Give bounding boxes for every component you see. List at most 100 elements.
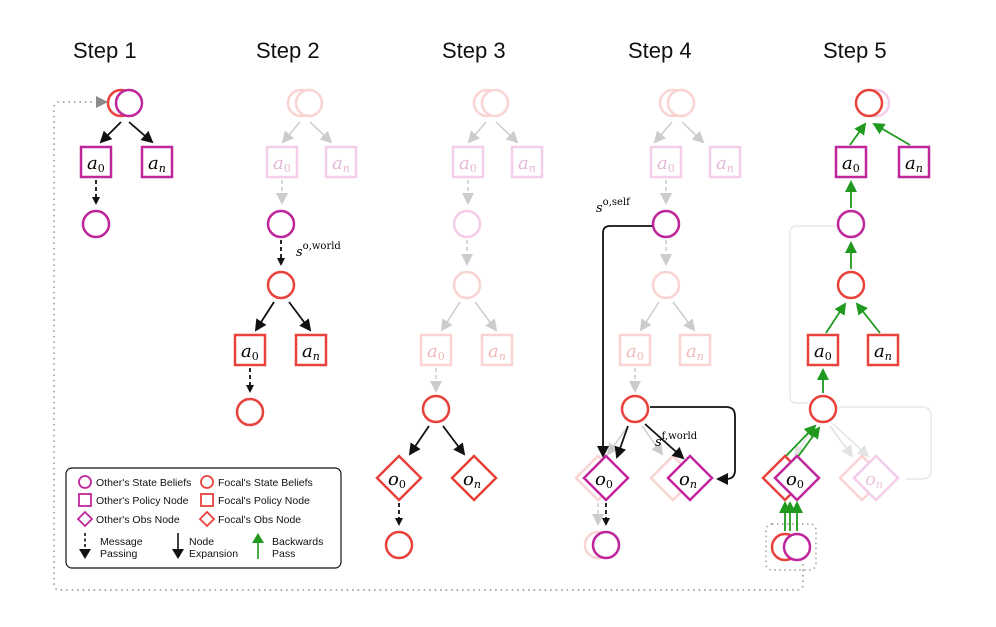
backwards-arrow: [872, 122, 911, 146]
legend-expansion-1: Node: [189, 536, 214, 548]
focal-state-node: [620, 394, 650, 424]
other-obs-legend-icon: [76, 510, 94, 528]
step-3-tree: a0 an a0 an o0 on: [375, 88, 544, 560]
expansion-arrow: [606, 425, 629, 456]
step-2-tree: a0 an so,world a0 an: [233, 88, 358, 427]
loop-back-connector: [53, 101, 804, 591]
faded-path: [789, 225, 852, 404]
other-state-node: [266, 209, 296, 239]
other-policy-node-a0: [79, 145, 113, 179]
obs-label: o0: [388, 469, 406, 491]
backwards-legend-arrowhead: [252, 533, 264, 543]
legend-other-state: Other's State Beliefs: [96, 477, 191, 489]
message-label: sf,world: [655, 431, 698, 450]
other-policy-node-an: [510, 145, 544, 179]
step-3-title: Step 3: [442, 38, 506, 63]
expansion-arrow: [474, 301, 498, 332]
focal-policy-node-a0: [419, 333, 453, 367]
focal-policy-node-a0: [806, 333, 840, 367]
other-state-legend-icon: [78, 475, 92, 489]
focal-obs-node-o0: [375, 454, 423, 502]
policy-label: an: [148, 153, 166, 175]
other-state-node: [452, 209, 482, 239]
focal-state-node: [836, 270, 866, 300]
other-obs-node-o0: [582, 454, 630, 502]
focal-state-node: [235, 397, 265, 427]
other-obs-node-o0: [773, 454, 821, 502]
legend-focal-policy: Focal's Policy Node: [218, 495, 310, 507]
other-state-node: [836, 209, 866, 239]
other-state-node: [651, 209, 681, 239]
policy-label: a0: [273, 153, 291, 175]
other-state-node: [666, 88, 696, 118]
policy-label: an: [874, 341, 892, 363]
backwards-arrow: [796, 426, 821, 459]
focal-state-node: [854, 88, 884, 118]
policy-label: a0: [657, 153, 675, 175]
other-policy-node-a0: [649, 145, 683, 179]
legend-focal-state: Focal's State Beliefs: [218, 477, 313, 489]
expansion-arrow: [128, 121, 154, 144]
policy-label: an: [518, 153, 536, 175]
obs-label: o0: [786, 469, 804, 491]
expansion-arrow: [641, 425, 664, 456]
other-obs-node-on: [666, 454, 714, 502]
obs-label: on: [865, 469, 883, 491]
policy-label: a0: [626, 341, 644, 363]
obs-label: on: [463, 469, 481, 491]
focal-obs-node-on: [450, 454, 498, 502]
step-2-title: Step 2: [256, 38, 320, 63]
focal-policy-legend-icon: [200, 493, 214, 507]
faded-arrow: [832, 423, 870, 458]
policy-label: an: [302, 341, 320, 363]
policy-label: a0: [842, 153, 860, 175]
policy-label: a0: [87, 153, 105, 175]
policy-label: an: [905, 153, 923, 175]
focal-state-node: [651, 270, 681, 300]
other-policy-legend-icon: [78, 493, 92, 507]
message-label: so,world: [296, 241, 341, 260]
other-policy-node-a0: [451, 145, 485, 179]
expansion-arrow: [639, 301, 660, 332]
focal-policy-node-an: [294, 333, 328, 367]
other-policy-node-a0: [834, 145, 868, 179]
expansion-arrow: [681, 121, 705, 144]
focal-state-node: [266, 270, 296, 300]
other-policy-node-a0: [265, 145, 299, 179]
expansion-arrow: [408, 425, 430, 456]
expansion-arrow: [495, 121, 519, 144]
legend-backwards-1: Backwards: [272, 536, 323, 548]
other-state-node: [591, 530, 621, 560]
world-message-path: [650, 406, 736, 485]
expansion-arrow: [467, 121, 487, 144]
policy-label: an: [488, 341, 506, 363]
policy-label: a0: [241, 341, 259, 363]
expansion-arrow: [288, 301, 312, 332]
policy-label: an: [686, 341, 704, 363]
focal-policy-node-a0: [618, 333, 652, 367]
legend-expansion-2: Expansion: [189, 548, 238, 560]
focal-state-legend-icon: [200, 475, 214, 489]
backwards-arrow: [849, 122, 867, 146]
expansion-arrow: [281, 121, 301, 144]
other-state-node: [114, 88, 144, 118]
obs-label: o0: [595, 469, 613, 491]
expansion-arrow: [309, 121, 333, 144]
policy-label: an: [716, 153, 734, 175]
focal-policy-node-an: [480, 333, 514, 367]
focal-state-node: [421, 394, 451, 424]
policy-label: a0: [427, 341, 445, 363]
step-1-tree: a0 an: [79, 88, 174, 239]
legend-focal-obs: Focal's Obs Node: [218, 514, 301, 526]
policy-label: a0: [459, 153, 477, 175]
message-label: so,self: [596, 197, 631, 216]
backwards-arrow: [855, 302, 881, 334]
other-obs-node-faded: [852, 454, 900, 502]
other-policy-node-an: [140, 145, 174, 179]
faded-path: [837, 406, 932, 480]
expansion-arrow: [99, 121, 122, 144]
legend-message-2: Passing: [100, 548, 138, 560]
focal-policy-node-a0: [233, 333, 267, 367]
